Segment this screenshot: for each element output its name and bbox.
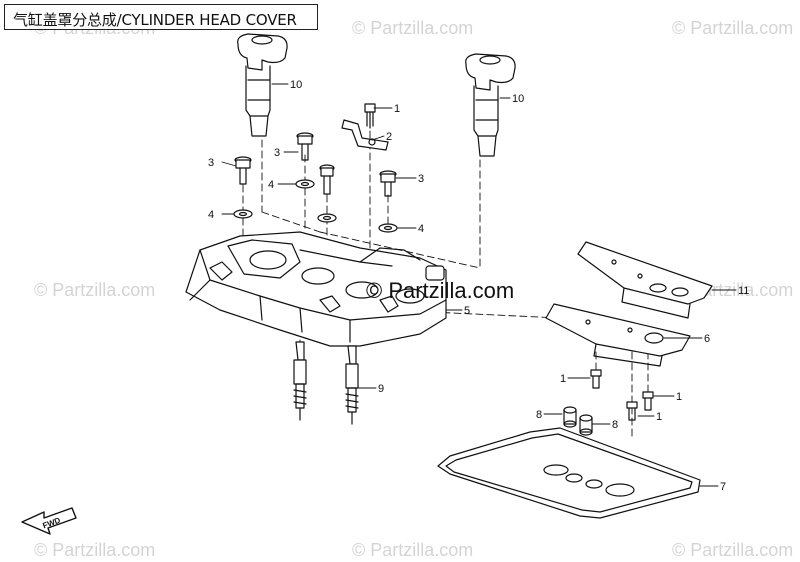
callout-11: 11 bbox=[738, 285, 749, 297]
bolt bbox=[296, 132, 314, 161]
callout-10: 10 bbox=[290, 79, 302, 91]
callout-3: 3 bbox=[274, 147, 280, 159]
callout-1: 1 bbox=[560, 373, 566, 385]
callout-1: 1 bbox=[676, 391, 682, 403]
callout-3: 3 bbox=[208, 157, 214, 169]
leader-lines bbox=[221, 83, 737, 487]
ignition-coil-right bbox=[465, 53, 516, 157]
callout-8: 8 bbox=[612, 419, 618, 431]
watermark: © Partzilla.com bbox=[34, 540, 156, 560]
callout-4: 4 bbox=[208, 209, 214, 221]
center-watermark: © Partzilla.com bbox=[366, 278, 515, 303]
watermark: © Partzilla.com bbox=[672, 540, 794, 560]
cover-plate-lower bbox=[545, 303, 691, 367]
callout-6: 6 bbox=[704, 333, 710, 345]
watermark: © Partzilla.com bbox=[352, 18, 474, 38]
washer bbox=[378, 223, 398, 233]
callout-1: 1 bbox=[394, 103, 400, 115]
cover-plate-upper bbox=[577, 241, 713, 319]
washer bbox=[317, 213, 337, 223]
cylinder-head-cover bbox=[185, 231, 447, 347]
callout-10: 10 bbox=[512, 93, 524, 105]
callout-3: 3 bbox=[418, 173, 424, 185]
watermark: © Partzilla.com bbox=[352, 540, 474, 560]
title-box: 气缸盖罩分总成/CYLINDER HEAD COVER bbox=[4, 4, 318, 30]
bolt bbox=[364, 103, 376, 129]
callout-2: 2 bbox=[386, 131, 392, 143]
cover-gasket bbox=[437, 427, 701, 519]
callout-4: 4 bbox=[418, 223, 424, 235]
bolt bbox=[234, 156, 252, 185]
bolt bbox=[590, 369, 602, 389]
callout-9: 9 bbox=[378, 383, 384, 395]
spark-plug bbox=[293, 341, 307, 421]
callout-4: 4 bbox=[268, 179, 274, 191]
bolt bbox=[626, 401, 638, 421]
forward-arrow-icon bbox=[21, 507, 77, 535]
washer bbox=[295, 179, 315, 189]
coil-bracket bbox=[341, 119, 389, 151]
callout-1: 1 bbox=[656, 411, 662, 423]
callout-5: 5 bbox=[464, 305, 470, 317]
dowel-pin bbox=[563, 406, 577, 428]
bolt bbox=[642, 391, 654, 411]
washer bbox=[233, 209, 253, 219]
watermark: © Partzilla.com bbox=[672, 18, 794, 38]
page-title: 气缸盖罩分总成/CYLINDER HEAD COVER bbox=[13, 11, 297, 29]
dowel-pin bbox=[579, 414, 593, 436]
spark-plug bbox=[345, 345, 359, 425]
bolt bbox=[319, 164, 335, 195]
callout-8: 8 bbox=[536, 409, 542, 421]
callout-7: 7 bbox=[720, 481, 726, 493]
ignition-coil-left bbox=[237, 33, 288, 137]
watermark: © Partzilla.com bbox=[34, 280, 156, 300]
bolt bbox=[379, 170, 397, 197]
